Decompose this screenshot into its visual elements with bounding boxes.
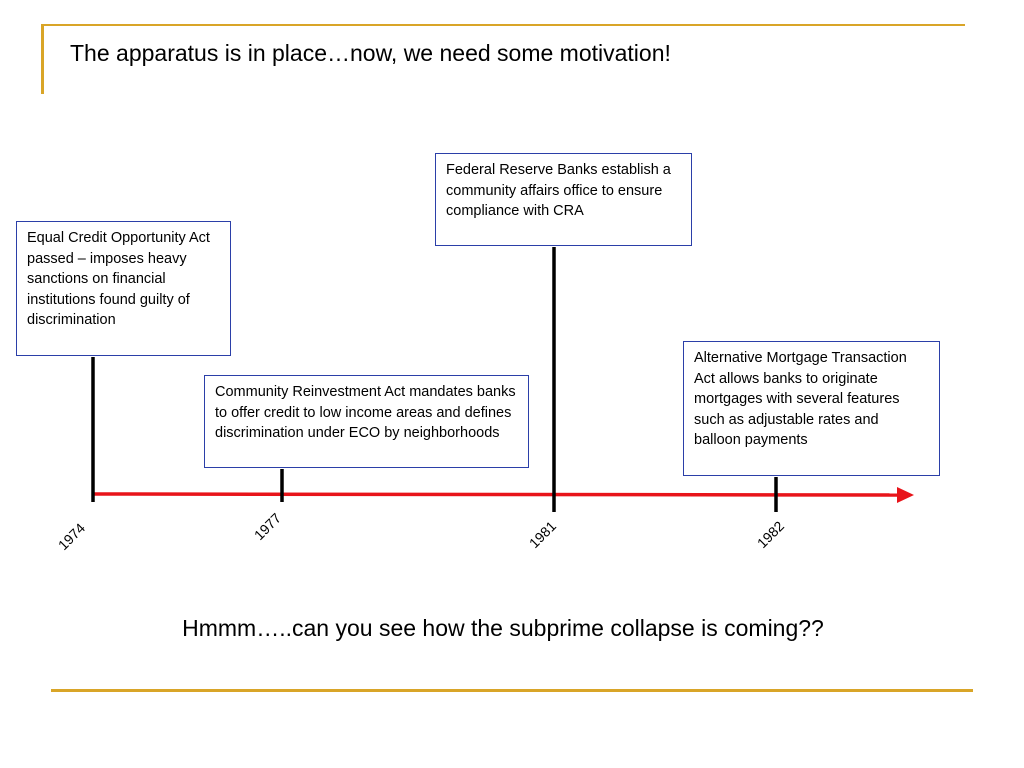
event-box-1977: Community Reinvestment Act mandates bank… — [204, 375, 529, 468]
year-label-1977: 1977 — [251, 510, 284, 543]
closing-question: Hmmm…..can you see how the subprime coll… — [182, 615, 824, 641]
event-box-1974: Equal Credit Opportunity Act passed – im… — [16, 221, 231, 356]
year-label-1982: 1982 — [754, 518, 787, 551]
event-text-1982: Alternative Mortgage Transaction Act all… — [694, 350, 907, 448]
year-label-1981: 1981 — [526, 518, 559, 551]
timeline-arrow-head — [897, 487, 914, 503]
title-top-rule — [41, 24, 965, 26]
slide-title: The apparatus is in place…now, we need s… — [70, 40, 671, 66]
bottom-rule — [51, 689, 973, 692]
event-text-1977: Community Reinvestment Act mandates bank… — [215, 384, 516, 441]
title-left-rule — [41, 25, 44, 94]
year-label-1974: 1974 — [55, 520, 88, 553]
timeline-arrow-line — [92, 492, 901, 497]
event-box-1982: Alternative Mortgage Transaction Act all… — [683, 341, 940, 476]
event-box-1981: Federal Reserve Banks establish a commun… — [435, 153, 692, 246]
event-text-1981: Federal Reserve Banks establish a commun… — [446, 162, 671, 219]
event-text-1974: Equal Credit Opportunity Act passed – im… — [27, 230, 210, 328]
